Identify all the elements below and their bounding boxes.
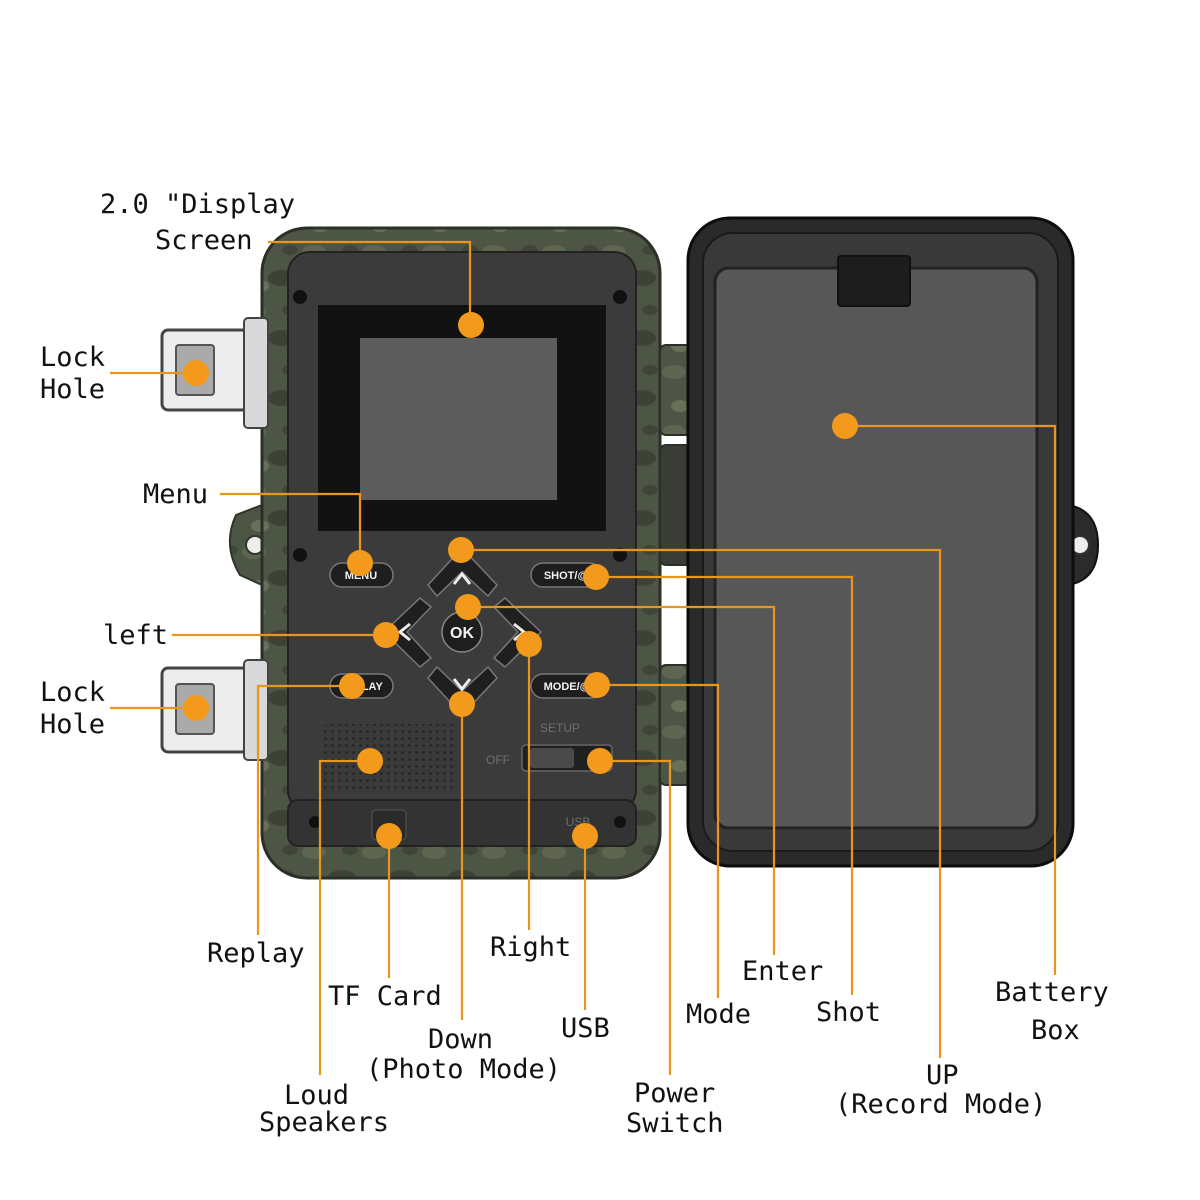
label-loud-2: Speakers	[259, 1107, 389, 1138]
label-right: Right	[490, 932, 571, 963]
label-lock-bottom-2: Hole	[40, 709, 105, 740]
label-power-1: Power	[634, 1078, 715, 1109]
dot-power	[587, 748, 613, 774]
label-battery-2: Box	[1031, 1015, 1080, 1046]
svg-text:SHOT/@: SHOT/@	[544, 570, 589, 582]
dot-lock-top	[183, 360, 209, 386]
power-switch[interactable]: SETUP OFF	[486, 721, 613, 772]
speaker-grille	[322, 724, 456, 792]
svg-text:OK: OK	[450, 625, 474, 642]
dot-up	[448, 537, 474, 563]
dot-display	[458, 312, 484, 338]
label-menu: Menu	[143, 479, 208, 510]
dot-shot	[583, 564, 609, 590]
svg-text:MODE/@: MODE/@	[544, 681, 591, 693]
dot-replay	[339, 673, 365, 699]
display-screen	[318, 305, 606, 531]
label-usb: USB	[561, 1013, 610, 1044]
label-down-1: Down	[428, 1024, 493, 1055]
label-lock-top-2: Hole	[40, 374, 105, 405]
dot-tf-card	[376, 823, 402, 849]
callout-dots	[183, 312, 858, 849]
label-display-2: Screen	[155, 225, 253, 256]
dot-lock-bottom	[183, 695, 209, 721]
left-arrow-icon	[397, 622, 411, 642]
leader-lines	[110, 240, 1057, 1075]
label-tf-card: TF Card	[328, 981, 442, 1012]
label-replay: Replay	[207, 938, 305, 969]
door-latch	[837, 255, 911, 307]
label-up-1: UP	[926, 1060, 959, 1091]
battery-box	[713, 266, 1039, 830]
mode-button[interactable]: MODE/@	[530, 673, 604, 699]
dot-battery	[832, 413, 858, 439]
dot-left	[373, 622, 399, 648]
label-left: left	[103, 620, 168, 651]
label-power-2: Switch	[626, 1108, 724, 1139]
hinges	[659, 344, 695, 786]
lock-hole-bottom	[160, 659, 269, 761]
dot-speaker	[357, 748, 383, 774]
label-up-2: (Record Mode)	[835, 1089, 1046, 1120]
label-display-1: 2.0 "Display	[100, 189, 295, 220]
dot-down	[449, 691, 475, 717]
svg-text:OFF: OFF	[486, 753, 510, 767]
label-enter: Enter	[742, 956, 823, 987]
label-mode: Mode	[686, 999, 751, 1030]
dot-menu	[347, 550, 373, 576]
up-arrow-icon	[452, 571, 472, 585]
callout-labels: 2.0 "Display Screen Lock Hole Menu left …	[40, 189, 1109, 1139]
camera-door	[686, 216, 1100, 868]
down-arrow-icon	[452, 678, 472, 692]
label-battery-1: Battery	[995, 977, 1109, 1008]
label-shot: Shot	[816, 997, 881, 1028]
dot-usb	[572, 823, 598, 849]
svg-text:SETUP: SETUP	[540, 721, 580, 735]
label-loud-1: Loud	[284, 1080, 349, 1111]
label-lock-bottom-1: Lock	[40, 677, 105, 708]
dot-enter	[455, 594, 481, 620]
dot-mode	[584, 672, 610, 698]
label-down-2: (Photo Mode)	[366, 1054, 561, 1085]
label-lock-top-1: Lock	[40, 342, 105, 373]
dot-right	[516, 631, 542, 657]
shot-button[interactable]: SHOT/@	[530, 562, 602, 588]
